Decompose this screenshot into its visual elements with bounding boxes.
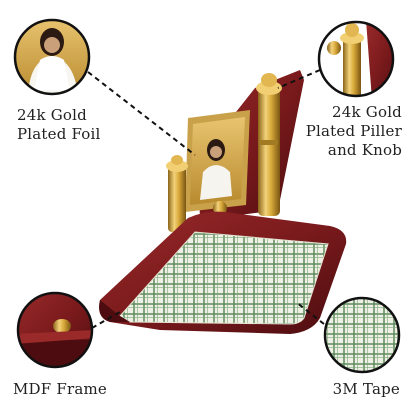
label-3m-tape: 3M Tape [332, 380, 400, 398]
callout-line-pillar [277, 69, 321, 89]
detail-circle-gold-foil [13, 18, 91, 96]
detail-circle-mdf-frame [16, 291, 94, 369]
callout-line-foil [87, 71, 196, 156]
label-gold-foil: 24k Gold Plated Foil [17, 106, 101, 143]
callout-lines [87, 69, 325, 329]
frame-back-panel [185, 70, 304, 220]
label-gold-piller: 24k Gold Plated Piller and Knob [305, 103, 402, 159]
label-mdf-frame: MDF Frame [13, 380, 107, 398]
right-gold-pillar [256, 73, 282, 216]
detail-circle-3m-tape [323, 296, 401, 374]
knob-center [213, 201, 227, 215]
base-frame [99, 211, 347, 334]
left-gold-pillar [166, 155, 188, 232]
callout-line-tape [295, 301, 325, 325]
detail-circle-gold-pillar [317, 20, 395, 98]
